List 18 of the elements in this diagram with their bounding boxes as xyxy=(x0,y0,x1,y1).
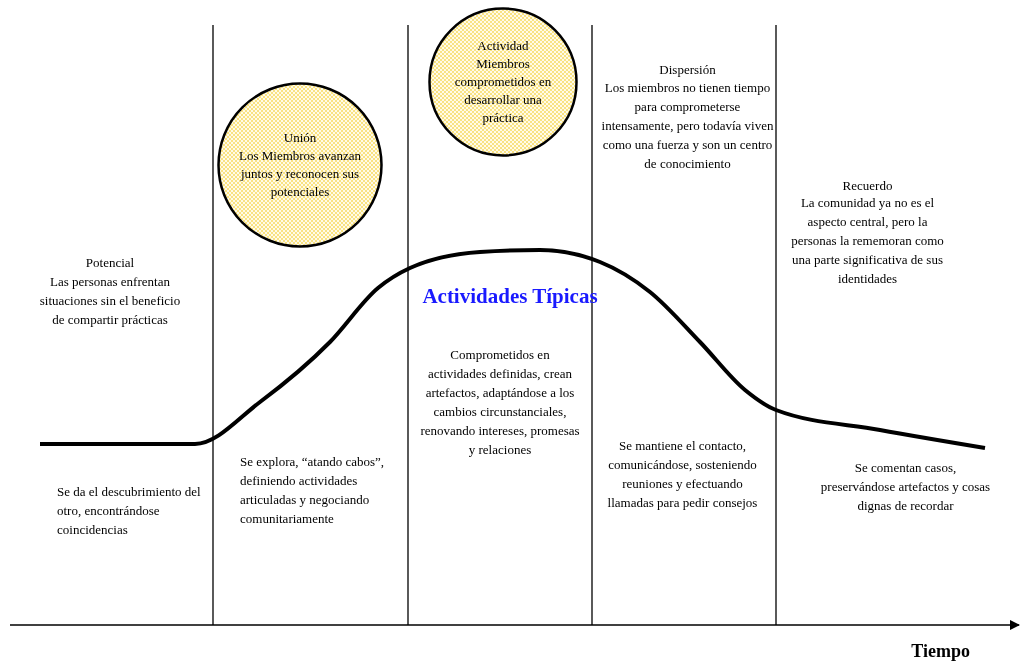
phase-description: Se mantiene el contacto, comunicándose, sosteniendo reuniones y efectuando llamadas para pedir consejos xyxy=(606,437,759,512)
phase-title: Unión xyxy=(283,129,317,147)
phase-description: Las personas enfrentan situaciones sin el beneficio de compartir prácticas xyxy=(38,273,182,329)
phase-circle xyxy=(217,82,383,248)
phase-description: Comprometidos en actividades definidas, crean artefactos, adaptándose a los cambios circunstanciales, renovando intereses, promesas y relaciones xyxy=(420,346,580,459)
phase-description: Los miembros no tienen tiempo para comprometerse intensamente, pero todavía viven como una fuerza y son un centro de conocimiento xyxy=(600,79,775,173)
phase-description: Se comentan casos, preservándose artefactos y cosas dignas de recordar xyxy=(819,459,992,515)
phase-title: Recuerdo xyxy=(841,177,894,195)
phase-description: Miembros comprometidos en desarrollar una práctica xyxy=(453,55,553,127)
phase-description: Se da el descubrimiento del otro, encontrándose coincidencias xyxy=(57,483,202,539)
phase-description: Se explora, “atando cabos”, definiendo actividades articuladas y negociando comunitariamente xyxy=(240,453,386,528)
phase-title: Actividad xyxy=(477,37,529,55)
phase-title: Potencial xyxy=(84,254,136,272)
phase-title: Dispersión xyxy=(658,61,717,79)
phase-circle xyxy=(428,7,578,157)
phase-description: La comunidad ya no es el aspecto central, pero la personas la rememoran como una parte significativa de sus identidades xyxy=(790,194,945,288)
axis-label: Tiempo xyxy=(910,640,970,662)
phase-description: Los Miembros avanzan juntos y reconocen sus potenciales xyxy=(238,147,362,201)
